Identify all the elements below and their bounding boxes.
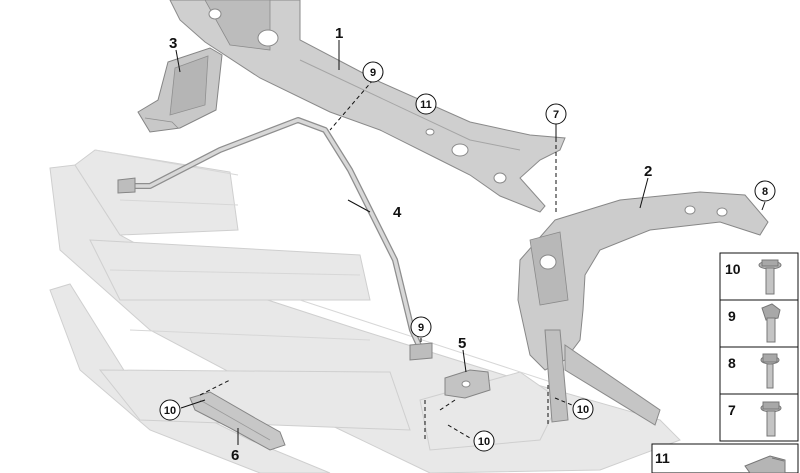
fastener-legend: 10 9 8 7 [651, 252, 799, 473]
support-strut-part-4 [117, 117, 433, 361]
lower-bracket-part-6 [189, 391, 286, 451]
dashed-lines [199, 79, 573, 440]
svg-text:9: 9 [418, 322, 424, 334]
label-part-2: 2 [644, 163, 652, 180]
legend-item-7: 7 [719, 393, 799, 442]
legend-item-8: 8 [719, 346, 799, 395]
hex-bolt-icon [761, 303, 781, 343]
circle-ref-9-bottom: 9 [410, 316, 432, 338]
leader-lines [175, 40, 766, 445]
svg-text:11: 11 [420, 99, 432, 111]
circle-ref-10-right: 10 [572, 398, 594, 420]
svg-text:10: 10 [478, 436, 490, 448]
svg-text:10: 10 [725, 261, 741, 277]
label-part-3: 3 [169, 35, 177, 52]
legend-item-11: 11 [651, 443, 799, 473]
ghost-bumper-carrier [49, 149, 681, 473]
hex-screw-icon [760, 353, 780, 389]
circle-ref-10-center: 10 [473, 430, 495, 452]
circle-ref-9-top: 9 [362, 61, 384, 83]
svg-text:7: 7 [728, 402, 736, 418]
circle-ref-11: 11 [415, 93, 437, 115]
legend-item-9: 9 [719, 299, 799, 348]
circle-ref-8: 8 [754, 180, 776, 202]
svg-text:8: 8 [728, 355, 736, 371]
side-bracket-part-2 [517, 191, 769, 426]
svg-text:7: 7 [553, 109, 559, 121]
svg-text:9: 9 [370, 67, 376, 79]
svg-text:10: 10 [577, 404, 589, 416]
circle-ref-7: 7 [545, 103, 567, 125]
label-part-5: 5 [458, 335, 466, 352]
circle-ref-10-left: 10 [159, 399, 181, 421]
label-part-4: 4 [393, 204, 402, 221]
label-part-6: 6 [231, 447, 239, 464]
clip-nut-icon [744, 455, 786, 473]
flange-bolt-icon [758, 259, 782, 295]
ghost-edges [94, 149, 561, 386]
part-numbers: 1 2 3 4 5 6 [169, 25, 652, 464]
upper-crossmember [169, 0, 566, 213]
svg-text:9: 9 [728, 308, 736, 324]
label-part-1: 1 [335, 25, 343, 42]
svg-text:8: 8 [762, 186, 768, 198]
mount-part-5 [444, 369, 491, 399]
circled-references: 9 11 7 8 9 10 10 10 [159, 61, 776, 452]
svg-text:10: 10 [164, 405, 176, 417]
legend-item-10: 10 [719, 252, 799, 301]
svg-text:11: 11 [655, 450, 670, 466]
bracket-part-3 [137, 47, 223, 133]
collar-bolt-icon [760, 401, 782, 437]
